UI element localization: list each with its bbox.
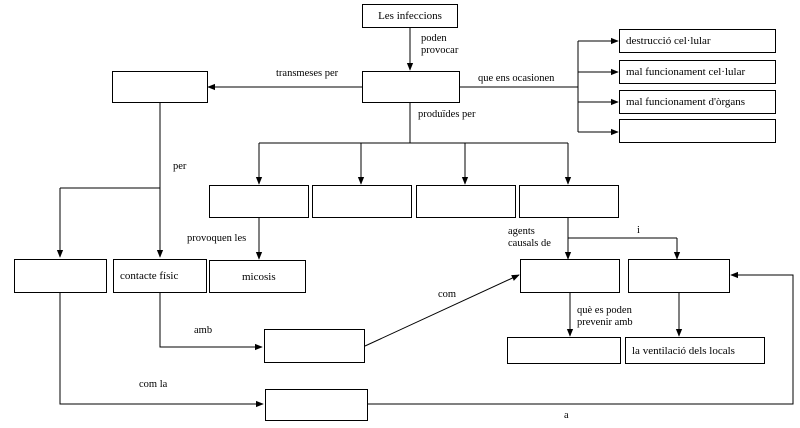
node-bottom-box <box>265 389 368 421</box>
label-a: a <box>564 410 569 421</box>
node-cause-4 <box>519 185 619 218</box>
node-contacte-fisic: contacte físic <box>113 259 207 293</box>
node-ventilacio: la ventilació dels locals <box>625 337 765 364</box>
label-produides-per: produïdes per <box>418 109 476 120</box>
node-right-box <box>628 259 730 293</box>
node-les-infeccions: Les infeccions <box>362 4 458 28</box>
label-causals-de: causals de <box>508 238 551 249</box>
node-prev-box <box>507 337 621 364</box>
label-per: per <box>173 161 187 172</box>
label-provocar: provocar <box>421 45 459 56</box>
node-effect-empty <box>619 119 776 143</box>
label-que-ens-ocasionen: que ens ocasionen <box>478 73 555 84</box>
node-cause-3 <box>416 185 516 218</box>
node-agent-box <box>520 259 620 293</box>
node-central <box>362 71 460 103</box>
label-transmeses-per: transmeses per <box>276 68 339 79</box>
label-com-la: com la <box>139 379 168 390</box>
label-i: i <box>637 225 640 236</box>
node-mal-funcionament-cellular: mal funcionament cel·lular <box>619 60 776 84</box>
label-com: com <box>438 289 457 300</box>
node-left-top <box>112 71 208 103</box>
label-que-es-poden: què es poden <box>577 305 632 316</box>
node-micosis: micosis <box>209 260 306 293</box>
node-left-mid <box>14 259 107 293</box>
label-prevenir-amb: prevenir amb <box>577 317 633 328</box>
label-provoquen-les: provoquen les <box>187 233 247 244</box>
node-destruccio-cellular: destrucció cel·lular <box>619 29 776 53</box>
node-cause-1 <box>209 185 309 218</box>
label-poden: poden <box>421 33 447 44</box>
node-mal-funcionament-organs: mal funcionament d'òrgans <box>619 90 776 114</box>
node-amb-box <box>264 329 365 363</box>
node-cause-2 <box>312 185 412 218</box>
label-agents: agents <box>508 226 535 237</box>
label-amb: amb <box>194 325 213 336</box>
